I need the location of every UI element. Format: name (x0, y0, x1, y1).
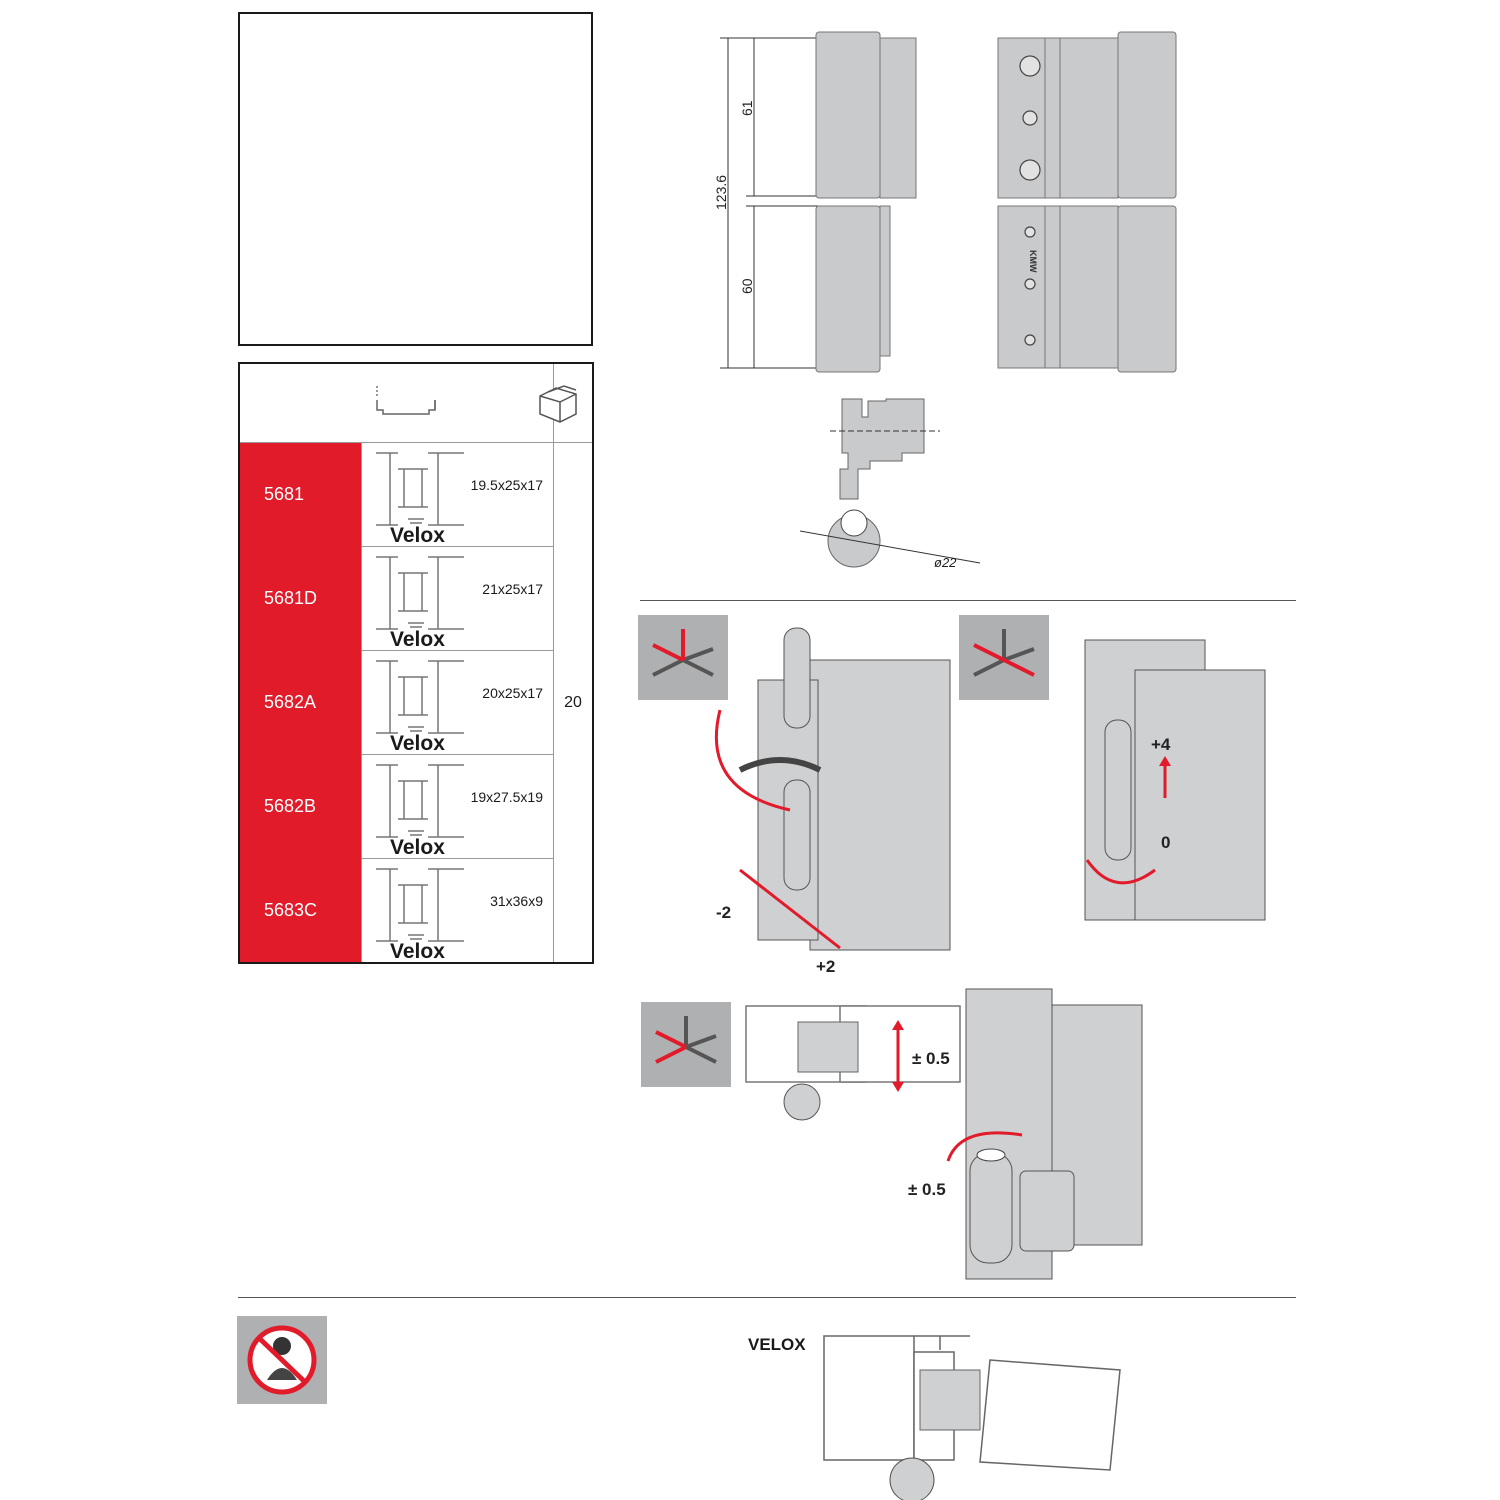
article-code: 5682B (239, 754, 362, 859)
lateral-adjustment-icon (638, 615, 728, 700)
profile-brand: Velox (390, 836, 445, 859)
hinge-front-view (815, 31, 917, 373)
profile-section-icon (376, 764, 464, 838)
profile-compatibility-table: 5681 19.5x25x17 Velox 20 5681D 21x25x17 … (238, 362, 594, 964)
compression-label: ± 0.5 (912, 1049, 950, 1068)
no-welding-icon (237, 1316, 327, 1404)
hinge-elevation-drawing: 123.6 61 60 KMW (713, 31, 1177, 373)
profile-section-icon (376, 868, 464, 942)
profile-section-icon (376, 452, 464, 526)
velox-profile-section (823, 1335, 1121, 1500)
section-divider (640, 600, 1296, 601)
profile-channel-icon (376, 386, 436, 415)
profile-dimensions: 21x25x17 (482, 581, 543, 597)
profile-section-icon (376, 556, 464, 630)
compression-section-drawing: ± 0.5 (745, 1005, 961, 1121)
compression-adjustment-icon (641, 1002, 731, 1087)
table-row: 5682B 19x27.5x19 Velox (239, 754, 593, 859)
package-box-icon (539, 385, 577, 423)
table-header-row (238, 362, 594, 443)
article-code: 5683C (239, 858, 362, 963)
article-code: 5681 (239, 442, 362, 547)
height-adjustment-icon (959, 615, 1049, 700)
dim-bottom: 60 (739, 278, 755, 294)
height-plus-label: +4 (1151, 735, 1171, 754)
profile-brand: Velox (390, 732, 445, 755)
table-row: 5683C 31x36x9 Velox (239, 858, 593, 964)
profile-section-icon (376, 660, 464, 734)
profile-brand: Velox (390, 628, 445, 651)
velox-section-label: VELOX (748, 1335, 806, 1354)
screw-holes (1019, 55, 1041, 346)
diameter-label: ø22 (934, 555, 957, 570)
profile-dimensions: 31x36x9 (490, 893, 543, 909)
height-zero-label: 0 (1161, 833, 1170, 852)
lateral-adjustment-drawing: -2 +2 (714, 627, 951, 976)
lateral-plus-label: +2 (816, 957, 835, 976)
table-row: 5682A 20x25x17 Velox (239, 650, 593, 755)
lateral-minus-label: -2 (716, 903, 731, 922)
section-divider (238, 1297, 1296, 1298)
hinge-side-view (997, 31, 1177, 373)
dim-top: 61 (739, 100, 755, 116)
rotation-adjustment-drawing: ± 0.5 (908, 988, 1143, 1280)
hinge-plan-drawing: ø22 (800, 398, 981, 570)
profile-dimensions: 19.5x25x17 (470, 477, 543, 493)
article-code: 5682A (239, 650, 362, 755)
product-image-frame (238, 12, 593, 346)
article-code: 5681D (239, 546, 362, 651)
table-row: 5681D 21x25x17 Velox (239, 546, 593, 651)
profile-brand: Velox (390, 524, 445, 547)
profile-dimensions: 19x27.5x19 (470, 789, 543, 805)
dim-total: 123.6 (713, 175, 729, 210)
pack-quantity: 20 (553, 442, 594, 964)
rotation-label: ± 0.5 (908, 1180, 946, 1199)
profile-brand: Velox (390, 940, 445, 963)
height-adjustment-drawing: +4 0 (1084, 639, 1266, 921)
profile-dimensions: 20x25x17 (482, 685, 543, 701)
hinge-mark: KMW (1028, 250, 1038, 273)
table-row: 5681 19.5x25x17 Velox 20 (239, 442, 594, 964)
